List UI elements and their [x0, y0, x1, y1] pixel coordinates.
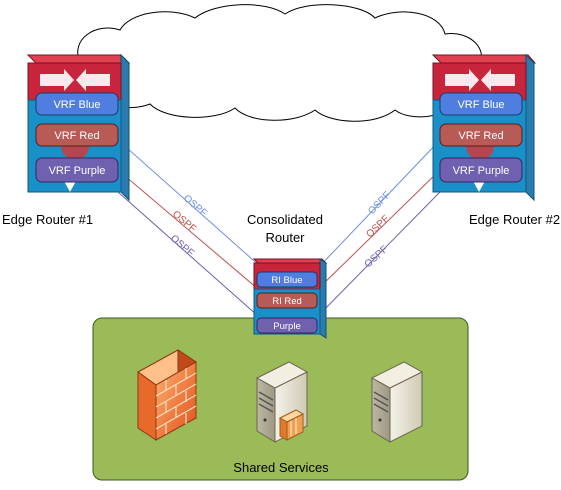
ri-red-label: RI Red [272, 296, 302, 307]
link-right-purple [317, 191, 441, 317]
firewall-icon [137, 349, 197, 441]
ri-purple-box [256, 317, 318, 334]
vrf-purple-box [439, 157, 523, 183]
edge-router-1: VRF Blue VRF Red VRF Purple [26, 53, 131, 202]
consolidated-router: RI Blue RI Red Purple [252, 258, 328, 339]
ri-purple-label: Purple [273, 321, 300, 332]
ospf-label-right-blue: OSPF [366, 190, 393, 217]
consolidated-router-label-line2: Router [265, 230, 305, 245]
server-with-lock-icon [255, 361, 309, 443]
edge-router-1-label: Edge Router #1 [2, 212, 93, 227]
vrf-purple-label: VRF Purple [49, 165, 106, 177]
vrf-blue-box [439, 92, 523, 116]
link-right-red [317, 169, 441, 290]
server-icon [370, 361, 424, 443]
vrf-red-label: VRF Red [458, 130, 503, 142]
wan-cloud [72, 4, 486, 122]
edge-router-2: VRF Blue VRF Red VRF Purple [431, 53, 537, 202]
vrf-red-label: VRF Red [54, 130, 99, 142]
shared-services-label: Shared Services [233, 460, 329, 475]
vrf-purple-label: VRF Purple [453, 165, 510, 177]
vrf-blue-box [35, 92, 119, 116]
edge-router-2-label: Edge Router #2 [469, 212, 560, 227]
vrf-red-box [439, 123, 523, 147]
lock-icon [278, 409, 305, 441]
ri-blue-box [256, 271, 318, 288]
link-left-purple [117, 191, 259, 317]
vrf-red-box [35, 123, 119, 147]
consolidated-router-label-line1: Consolidated [247, 212, 323, 227]
ri-blue-label: RI Blue [271, 275, 302, 286]
ospf-label-right-purple: OSPF [363, 244, 391, 270]
ospf-label-left-purple: OSPF [168, 233, 196, 259]
vrf-blue-label: VRF Blue [53, 99, 100, 111]
vrf-blue-label: VRF Blue [457, 99, 504, 111]
ri-red-box [256, 292, 318, 309]
ospf-label-left-red: OSPF [170, 209, 198, 235]
link-left-red [117, 169, 259, 290]
ospf-label-right-red: OSPF [364, 213, 391, 240]
vrf-purple-box [35, 157, 119, 183]
link-right-blue [317, 139, 441, 269]
link-left-blue [117, 139, 263, 269]
